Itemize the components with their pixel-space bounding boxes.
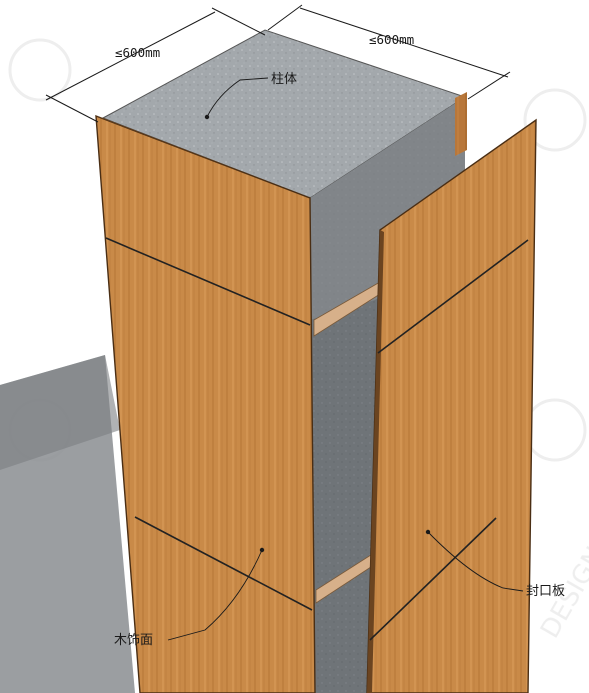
dimension-right-label: ≤600mm [369, 32, 414, 47]
callout-wood-facing-label: 木饰面 [114, 633, 153, 648]
callout-closing-board: 封口板 [425, 529, 565, 599]
callout-closing-board-label: 封口板 [526, 584, 565, 599]
wood-facing-panel [95, 114, 316, 693]
closing-board-edge [367, 230, 384, 693]
dimension-left [45, 7, 266, 123]
closing-board-joint-upper [377, 239, 529, 354]
dimension-left-label: ≤600mm [115, 45, 160, 60]
dimension-right [267, 4, 511, 100]
wood-facing-joint-upper [105, 237, 311, 326]
wood-facing-joint-lower [134, 516, 313, 611]
closing-board-joint-lower [369, 517, 497, 641]
callout-wood-facing: 木饰面 [114, 547, 265, 648]
back-wood-strip [455, 92, 467, 156]
callout-column-body-label: 柱体 [271, 72, 297, 87]
ground-shadow-2 [0, 355, 120, 470]
callout-column-body: 柱体 [204, 72, 297, 120]
